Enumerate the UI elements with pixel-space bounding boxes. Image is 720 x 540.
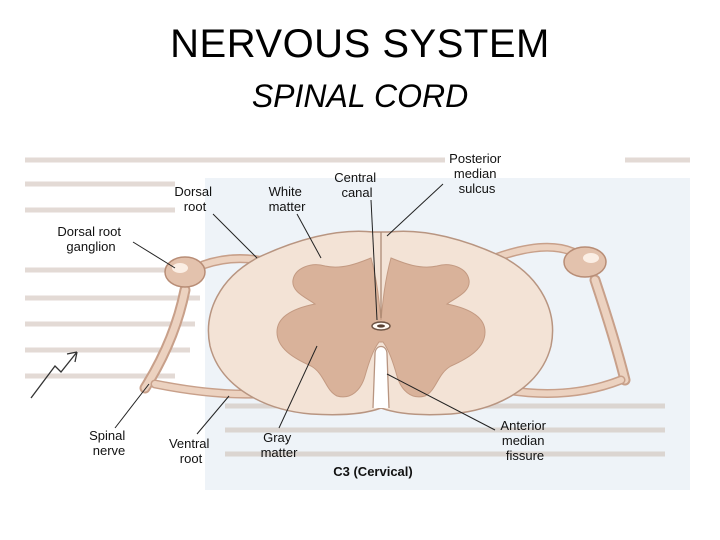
anterior-median-fissure: [372, 345, 390, 409]
left-spinal-nerve-core: [141, 286, 189, 392]
label-ventral-root: Ventral root: [169, 436, 213, 466]
leader-anterior-median-fissure: [386, 373, 496, 431]
left-dorsal-root-ganglion: [164, 256, 206, 288]
label-central-canal: Central canal: [334, 170, 380, 200]
right-nerve: [490, 242, 631, 398]
slide-title: NERVOUS SYSTEM: [170, 22, 550, 66]
right-dorsal-root-ganglion: [563, 246, 607, 278]
slide-subtitle: SPINAL CORD: [251, 78, 469, 114]
leader-gray-matter: [278, 345, 318, 429]
leader-white-matter: [296, 213, 322, 259]
right-ganglion-highlight: [583, 253, 599, 263]
label-gray-matter: Gray matter: [261, 430, 299, 460]
leader-spinal-nerve: [114, 383, 150, 429]
right-spinal-nerve-core: [591, 276, 629, 384]
label-dorsal-root: Dorsal root: [174, 184, 215, 214]
leader-posterior-median-sulcus: [386, 183, 444, 237]
central-canal-lumen: [377, 324, 385, 328]
spinal-cord-diagram: Dorsal root White matter Central canal P…: [25, 140, 695, 490]
arrow-icon: [30, 351, 78, 399]
label-posterior-median-sulcus: Posterior median sulcus: [449, 151, 505, 196]
label-anterior-median-fissure: Anterior median fissure: [500, 418, 549, 463]
right-dorsal-root-core: [492, 244, 576, 261]
leader-dorsal-root-ganglion: [132, 241, 176, 269]
label-spinal-nerve: Spinal nerve: [89, 428, 129, 458]
leader-dorsal-root: [212, 213, 258, 259]
label-white-matter: White matter: [269, 184, 307, 214]
diagram-caption: C3 (Cervical): [333, 464, 412, 479]
left-ganglion-highlight: [172, 263, 188, 273]
leader-lines: [114, 183, 496, 435]
leader-ventral-root: [196, 395, 230, 435]
label-dorsal-root-ganglion: Dorsal root ganglion: [57, 224, 124, 254]
leader-central-canal: [370, 199, 378, 321]
spinal-cord-figure: Dorsal root White matter Central canal P…: [25, 140, 695, 490]
